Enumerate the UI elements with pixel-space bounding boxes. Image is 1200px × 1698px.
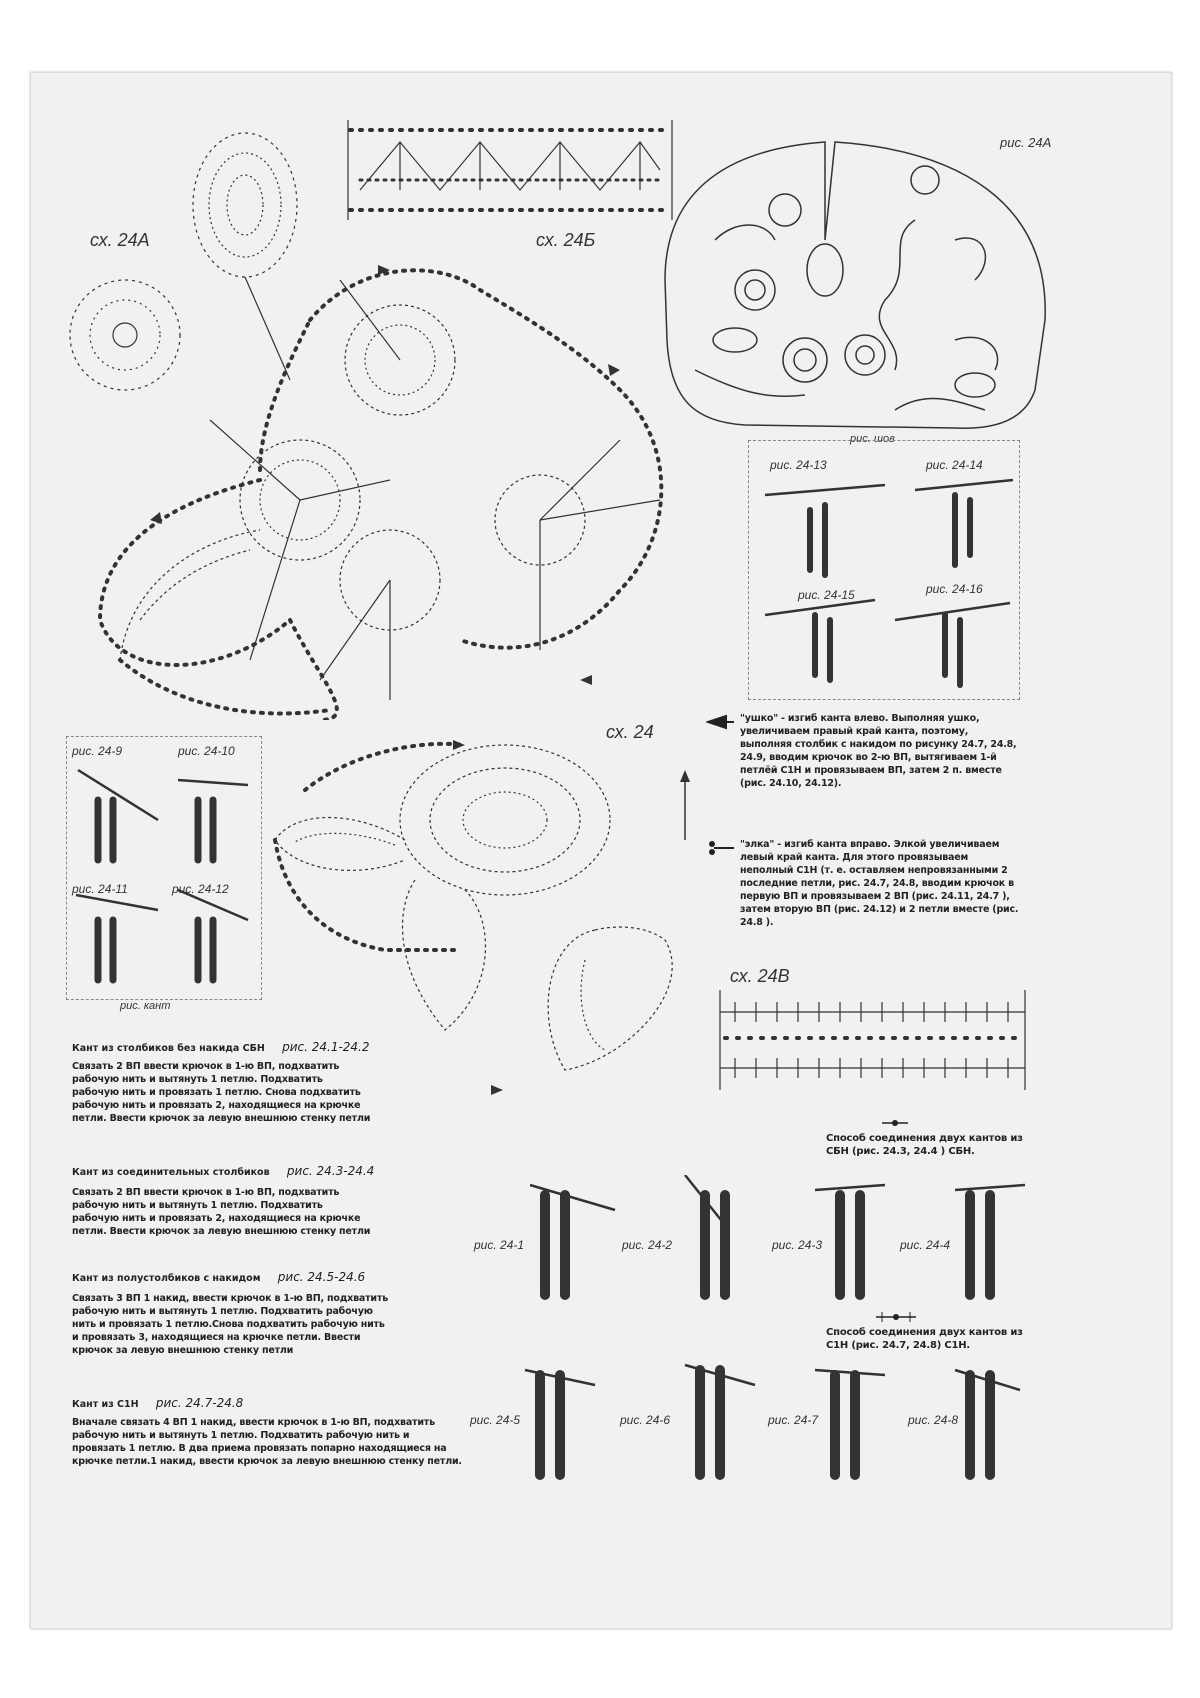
stitch-illustrations-24-9-12 bbox=[75, 768, 249, 984]
figure-24-1-label: рис. 24-1 bbox=[474, 1238, 525, 1252]
chart-24b-border bbox=[347, 120, 673, 220]
section-4-body: Вначале связать 4 ВП 1 накид, ввести крю… bbox=[72, 1417, 462, 1467]
figure-24-7-label: рис. 24-7 bbox=[768, 1413, 819, 1427]
scheme-24-label: сх. 24 bbox=[606, 722, 654, 742]
section-2-ref: рис. 24.3-24.4 bbox=[286, 1164, 375, 1178]
section-3-header: Кант из полустолбиков с накидом рис. 24.… bbox=[72, 1270, 365, 1284]
scheme-24a-label: сх. 24А bbox=[90, 230, 150, 250]
section-1-body: Связать 2 ВП ввести крючок в 1-ю ВП, под… bbox=[72, 1061, 371, 1124]
chart-24-flower bbox=[273, 740, 690, 1095]
figure-24-16-label: рис. 24-16 bbox=[926, 582, 983, 596]
figure-24-14-label: рис. 24-14 bbox=[926, 458, 983, 472]
scheme-24b-label: сх. 24Б bbox=[536, 230, 596, 250]
join-sbn-text: Способ соединения двух кантов из СБН (ри… bbox=[826, 1133, 1023, 1157]
elka-symbol-icon bbox=[709, 841, 734, 855]
scheme-24v-label: сх. 24В bbox=[730, 966, 790, 986]
section-2-header: Кант из соединительных столбиков рис. 24… bbox=[72, 1164, 374, 1178]
section-3-title: Кант из полустолбиков с накидом bbox=[72, 1273, 261, 1284]
figure-24-13-label: рис. 24-13 bbox=[770, 458, 827, 472]
figures-24-9-12-box bbox=[66, 736, 262, 1000]
section-2-title: Кант из соединительных столбиков bbox=[72, 1167, 270, 1178]
section-4-ref: рис. 24.7-24.8 bbox=[155, 1396, 244, 1410]
section-3-ref: рис. 24.5-24.6 bbox=[277, 1270, 366, 1284]
ushko-explanation: "ушко" - изгиб канта влево. Выполняя ушк… bbox=[740, 713, 1017, 789]
figure-24-5-label: рис. 24-5 bbox=[470, 1413, 521, 1427]
section-3-body: Связать 3 ВП 1 накид, ввести крючок в 1-… bbox=[72, 1293, 389, 1356]
section-1-header: Кант из столбиков без накида СБН рис. 24… bbox=[72, 1040, 370, 1054]
figure-24-15-label: рис. 24-15 bbox=[798, 588, 855, 602]
figure-24-9-label: рис. 24-9 bbox=[72, 744, 123, 758]
figure-24-6-label: рис. 24-6 bbox=[620, 1413, 671, 1427]
figure-seam-label: рис. шов bbox=[850, 433, 895, 445]
figure-24a-label: рис. 24А bbox=[1000, 135, 1052, 150]
stitch-illustrations-24-13-16 bbox=[764, 478, 1014, 688]
stitch-illustrations-24-1-8 bbox=[524, 1175, 1026, 1480]
ushko-symbol-icon bbox=[706, 714, 734, 730]
section-1-ref: рис. 24.1-24.2 bbox=[282, 1040, 370, 1054]
yoke-pattern-figure bbox=[664, 141, 1046, 429]
join-s1n-symbol-icon bbox=[876, 1312, 916, 1322]
elka-explanation: "элка" - изгиб канта вправо. Элкой увели… bbox=[740, 839, 1019, 928]
figure-24-2-label: рис. 24-2 bbox=[622, 1238, 673, 1252]
section-1-title: Кант из столбиков без накида СБН bbox=[72, 1043, 265, 1054]
figure-kant-label: рис. кант bbox=[120, 1000, 171, 1012]
join-s1n-text: Способ соединения двух кантов из С1Н (ри… bbox=[826, 1327, 1023, 1351]
section-4-title: Кант из С1Н bbox=[72, 1399, 139, 1410]
section-2-body: Связать 2 ВП ввести крючок в 1-ю ВП, под… bbox=[72, 1187, 371, 1237]
join-sbn-symbol-icon bbox=[882, 1120, 908, 1126]
figure-24-10-label: рис. 24-10 bbox=[178, 744, 235, 758]
chart-24v-border bbox=[719, 990, 1026, 1090]
figure-24-8-label: рис. 24-8 bbox=[908, 1413, 959, 1427]
section-4-header: Кант из С1Н рис. 24.7-24.8 bbox=[72, 1396, 243, 1410]
figure-24-4-label: рис. 24-4 bbox=[900, 1238, 951, 1252]
chart-24a-flower bbox=[69, 132, 664, 720]
figure-24-11-label: рис. 24-11 bbox=[72, 882, 128, 896]
figure-24-3-label: рис. 24-3 bbox=[772, 1238, 823, 1252]
figures-24-13-16-box bbox=[748, 440, 1020, 700]
